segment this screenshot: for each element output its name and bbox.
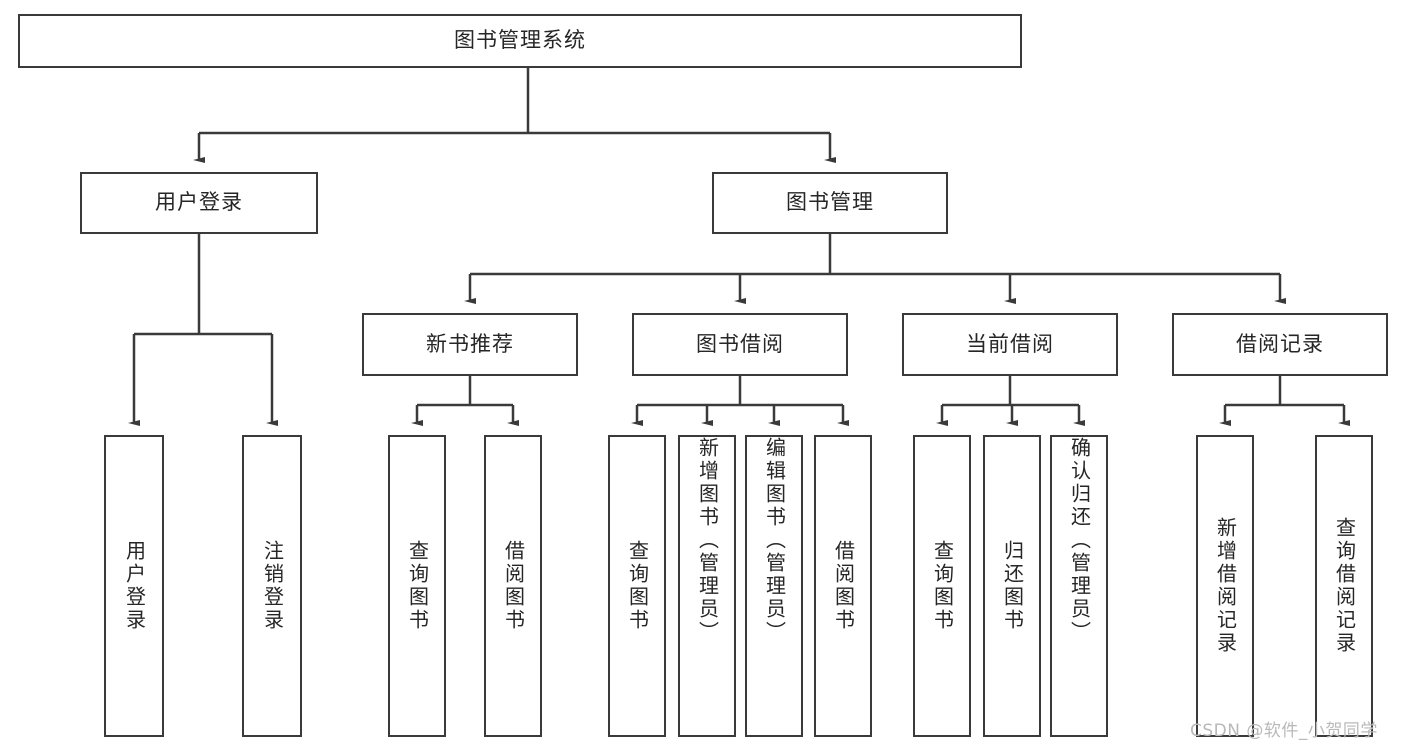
node-user-login-label: 用户登录: [155, 190, 243, 215]
node-new-book-recommend[interactable]: 新书推荐: [362, 313, 578, 376]
node-book-management[interactable]: 图书管理: [712, 172, 948, 234]
node-borrow-record-label: 借阅记录: [1236, 331, 1324, 356]
leaf-query-borrow-record-label: 查询借阅记录: [1332, 517, 1357, 655]
leaf-borrow-book-recommend[interactable]: 借阅图书: [484, 435, 542, 737]
leaf-borrow-book-label: 借阅图书: [831, 540, 856, 632]
leaf-query-book-current-label: 查询图书: [930, 540, 955, 632]
leaf-add-book-admin-label: 新增图书（管理员）: [695, 437, 720, 644]
leaf-add-borrow-record[interactable]: 新增借阅记录: [1196, 435, 1254, 737]
leaf-add-book-admin[interactable]: 新增图书（管理员）: [678, 435, 736, 737]
node-current-borrow[interactable]: 当前借阅: [902, 313, 1118, 376]
node-book-borrow[interactable]: 图书借阅: [632, 313, 848, 376]
leaf-query-book-borrow-label: 查询图书: [625, 540, 650, 632]
leaf-query-book-recommend[interactable]: 查询图书: [388, 435, 446, 737]
node-book-borrow-label: 图书借阅: [696, 331, 784, 356]
leaf-query-book-borrow[interactable]: 查询图书: [608, 435, 666, 737]
node-current-borrow-label: 当前借阅: [966, 331, 1054, 356]
node-book-management-label: 图书管理: [786, 190, 874, 215]
leaf-borrow-book[interactable]: 借阅图书: [814, 435, 872, 737]
leaf-edit-book-admin[interactable]: 编辑图书（管理员）: [745, 435, 803, 737]
leaf-logout-label: 注销登录: [260, 540, 285, 632]
leaf-edit-book-admin-label: 编辑图书（管理员）: [762, 437, 787, 644]
node-root-label: 图书管理系统: [454, 28, 586, 53]
leaf-query-borrow-record[interactable]: 查询借阅记录: [1315, 435, 1373, 737]
node-root[interactable]: 图书管理系统: [18, 14, 1022, 68]
leaf-query-book-current[interactable]: 查询图书: [913, 435, 971, 737]
leaf-return-book[interactable]: 归还图书: [983, 435, 1041, 737]
leaf-logout[interactable]: 注销登录: [242, 435, 302, 737]
leaf-user-login[interactable]: 用户登录: [104, 435, 164, 737]
leaf-user-login-label: 用户登录: [122, 540, 147, 632]
leaf-return-book-label: 归还图书: [1000, 540, 1025, 632]
leaf-borrow-book-recommend-label: 借阅图书: [501, 540, 526, 632]
leaf-confirm-return-admin-label: 确认归还（管理员）: [1067, 437, 1092, 644]
leaf-confirm-return-admin[interactable]: 确认归还（管理员）: [1050, 435, 1108, 737]
watermark: CSDN @软件_小贺同学: [1190, 721, 1378, 741]
node-user-login[interactable]: 用户登录: [80, 172, 318, 234]
leaf-add-borrow-record-label: 新增借阅记录: [1213, 517, 1238, 655]
node-new-book-recommend-label: 新书推荐: [426, 331, 514, 356]
node-borrow-record[interactable]: 借阅记录: [1172, 313, 1388, 376]
leaf-query-book-recommend-label: 查询图书: [405, 540, 430, 632]
